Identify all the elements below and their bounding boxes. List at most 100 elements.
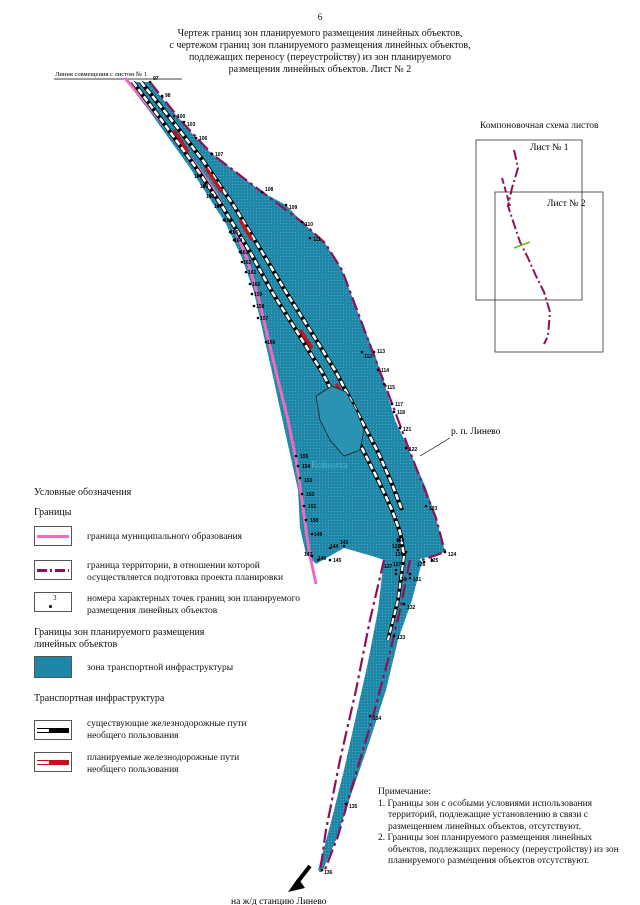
point-label: 125: [430, 558, 439, 564]
point-label: 163: [240, 250, 249, 256]
legend-zones-heading-line: Границы зон планируемого размещения: [34, 627, 205, 638]
boundary-points: 97 98 100 103 106 107 108 109 110 111 11…: [148, 76, 457, 876]
point-label: 145: [333, 558, 342, 564]
point-label: 169: [200, 184, 209, 190]
point-label: 118: [397, 410, 405, 416]
legend-planned-rail-text: планируемые железнодорожные пути необщег…: [87, 752, 239, 776]
legend-zones-heading: Границы зон планируемого размещения лине…: [34, 627, 204, 651]
legend-boundaries-heading: Границы: [34, 507, 72, 518]
point-label: 165: [230, 230, 239, 236]
note-item-1: 1. Границы зон с особыми условиями испол…: [378, 798, 593, 832]
point-label: 110: [305, 222, 313, 228]
point-label: 155: [300, 454, 309, 460]
legend-existing-rail-line: существующие железнодорожные пути: [87, 719, 247, 729]
sheet2-frame: [494, 191, 604, 353]
title-line: Чертеж границ зон планируемого размещени…: [177, 28, 463, 39]
point-label: 113: [377, 349, 385, 355]
sheet2-label: Лист № 2: [547, 199, 586, 209]
point-label: 122: [409, 447, 418, 453]
point-label: 100: [177, 114, 186, 120]
direction-label: на ж/д станцию Линево: [231, 897, 327, 905]
settlement-label: р. п. Линево: [451, 427, 501, 437]
point-label: 162: [243, 260, 252, 266]
point-label: 135: [349, 804, 358, 810]
point-label: 149: [314, 532, 323, 538]
legend-title: Условные обозначения: [34, 487, 132, 498]
legend-zones-heading-line: линейных объектов: [34, 639, 118, 650]
note-heading: Примечание:: [378, 787, 431, 797]
point-label: 150: [310, 518, 319, 524]
legend-point-swatch: 3: [34, 592, 72, 612]
point-label: 97: [153, 76, 159, 82]
point-label: 115: [387, 385, 395, 391]
point-label: 114: [381, 368, 389, 374]
point-label: 129: [395, 552, 404, 558]
point-label: 111: [313, 237, 321, 243]
existing-railway: [131, 80, 407, 641]
page-number: 6: [317, 12, 323, 22]
legend-territory-swatch: [34, 560, 72, 580]
legend-municipal-text: граница муниципального образования: [87, 532, 242, 542]
index-track-green: [513, 241, 531, 249]
point-label: 112: [364, 354, 372, 360]
point-label: 117: [395, 402, 403, 408]
point-label: 106: [199, 136, 208, 142]
legend-transport-heading: Транспортная инфраструктура: [34, 693, 165, 704]
transport-zone-upper: [127, 82, 445, 564]
legend-existing-rail-line: необщего пользования: [87, 731, 179, 741]
point-label: 159: [254, 292, 263, 298]
settlement-leader: [419, 437, 451, 457]
sheet1-label: Лист № 1: [530, 143, 569, 153]
legend-planned-rail-line: необщего пользования: [87, 765, 179, 775]
point-label: 140: [396, 538, 405, 544]
legend-planned-rail-swatch: [34, 752, 72, 772]
point-label: 137: [384, 564, 393, 570]
point-label: 136: [324, 870, 333, 876]
territory-boundary: [322, 559, 412, 873]
title-line: размещения линейных объектов. Лист № 2: [228, 64, 412, 75]
point-label: 144: [330, 544, 339, 550]
title-line: с чертежом границ зон планируемого разме…: [169, 40, 471, 51]
index-track: [506, 149, 552, 345]
junction-line-label: Линия совмещения с листом № 1: [55, 71, 147, 78]
point-label: 167: [214, 204, 223, 210]
point-label: 147: [304, 552, 313, 558]
legend-zone-swatch: [34, 656, 72, 678]
legend-zone-text: зона транспортной инфраструктуры: [87, 663, 234, 673]
point-label: 158: [256, 304, 265, 310]
point-label: 146: [318, 556, 327, 562]
point-label: 156: [267, 340, 276, 346]
point-label: 107: [215, 152, 224, 158]
index-track: [501, 177, 511, 207]
point-label: 103: [187, 122, 196, 128]
point-label: 151: [308, 504, 317, 510]
point-label: 160: [252, 282, 261, 288]
point-label: 130: [398, 577, 407, 583]
note-block: Примечание: 1. Границы зон с особыми усл…: [378, 787, 628, 868]
index-map-title: Компоновочная схема листов: [480, 121, 599, 131]
point-label: 168: [206, 194, 215, 200]
point-label: 98: [165, 93, 171, 99]
point-label: 128: [392, 544, 401, 550]
legend-territory-text: граница территории, в отношении которой …: [87, 560, 283, 584]
point-label: 154: [302, 464, 311, 470]
point-label: 152: [306, 492, 315, 498]
legend-point-example: 3: [53, 594, 57, 602]
legend-point-text: номера характерных точек границ зон план…: [87, 593, 300, 617]
legend-planned-rail-line: планируемые железнодорожные пути: [87, 753, 240, 763]
point-label: 132: [407, 605, 416, 611]
legend-territory-line: осуществляется подготовка проекта планир…: [87, 573, 284, 583]
legend-point-line: размещения линейных объектов: [87, 606, 218, 616]
sheet1-frame: [475, 139, 583, 301]
koiniha-settlement-outline: [315, 385, 365, 457]
point-label: 126: [417, 562, 426, 568]
point-label: 134: [373, 716, 382, 722]
drawing-title: Чертеж границ зон планируемого размещени…: [150, 28, 490, 76]
point-label: 133: [397, 635, 406, 641]
legend-point-line: номера характерных точек границ зон план…: [87, 594, 300, 604]
title-line: подлежащих переносу (переустройству) из …: [188, 52, 452, 63]
point-label: 153: [304, 478, 313, 484]
note-item-2: 2. Границы зон планируемого размещения л…: [378, 833, 619, 866]
point-label: 124: [448, 552, 457, 558]
